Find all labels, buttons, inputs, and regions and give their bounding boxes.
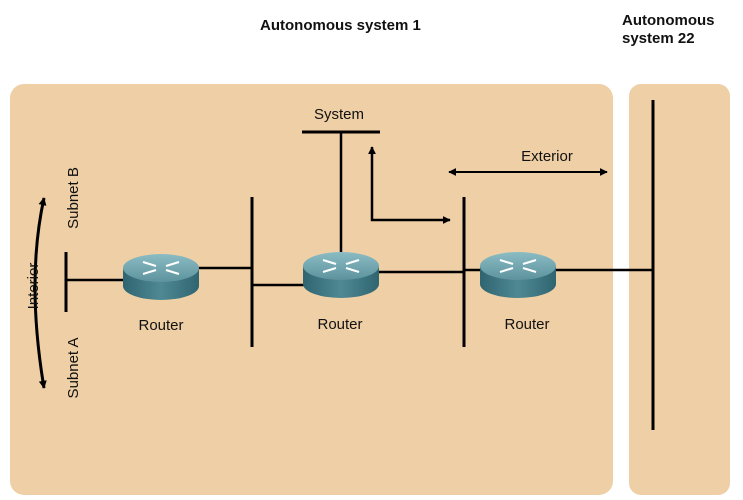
router-icon <box>122 253 200 301</box>
router-right-label: Router <box>504 316 549 333</box>
router-left-label: Router <box>138 317 183 334</box>
as22-region <box>629 84 730 495</box>
as22-title: Autonomous system 22 <box>622 12 714 48</box>
as22-title-line1: Autonomous <box>622 12 715 29</box>
interior-arrow <box>33 197 47 389</box>
exterior-label: Exterior <box>521 148 573 165</box>
interior-label: Interior <box>25 263 42 310</box>
subnet-b-label: Subnet B <box>65 167 82 229</box>
system-path-arrow <box>368 146 451 224</box>
as22-title-line2: system 22 <box>622 30 695 47</box>
system-label: System <box>314 106 364 123</box>
router-middle-label: Router <box>317 316 362 333</box>
subnet-a-label: Subnet A <box>65 338 82 399</box>
router-icon <box>302 251 380 299</box>
router-icon <box>479 251 557 299</box>
as1-title: Autonomous system 1 <box>260 17 421 34</box>
